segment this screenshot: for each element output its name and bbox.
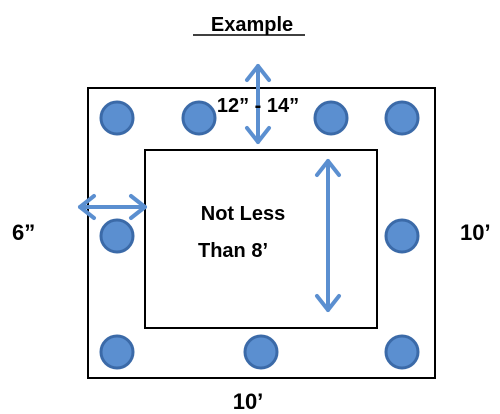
post-left-mid: [99, 218, 135, 254]
post-bottom-2: [243, 334, 279, 370]
bottom-dimension-label: 10’: [233, 389, 264, 414]
center-label-line1: Not Less: [201, 203, 285, 225]
posts-group: [99, 100, 420, 370]
post-right-mid: [384, 218, 420, 254]
inner-distance-arrow: [315, 159, 341, 312]
outer-boundary: [87, 87, 436, 379]
post-top-3: [313, 100, 349, 136]
right-dimension-label: 10’: [460, 220, 491, 245]
post-bottom-3: [384, 334, 420, 370]
top-distance-arrow: [245, 64, 271, 144]
inner-area: [144, 149, 378, 329]
post-top-1: [99, 100, 135, 136]
post-top-4: [384, 100, 420, 136]
left-distance-arrow: [78, 194, 147, 220]
left-distance-label: 6”: [12, 220, 35, 245]
post-top-2: [181, 100, 217, 136]
post-bottom-1: [99, 334, 135, 370]
center-label-line2: Than 8’: [198, 240, 268, 262]
diagram-title: Example: [211, 14, 293, 36]
top-distance-label: 12” - 14”: [217, 95, 299, 117]
